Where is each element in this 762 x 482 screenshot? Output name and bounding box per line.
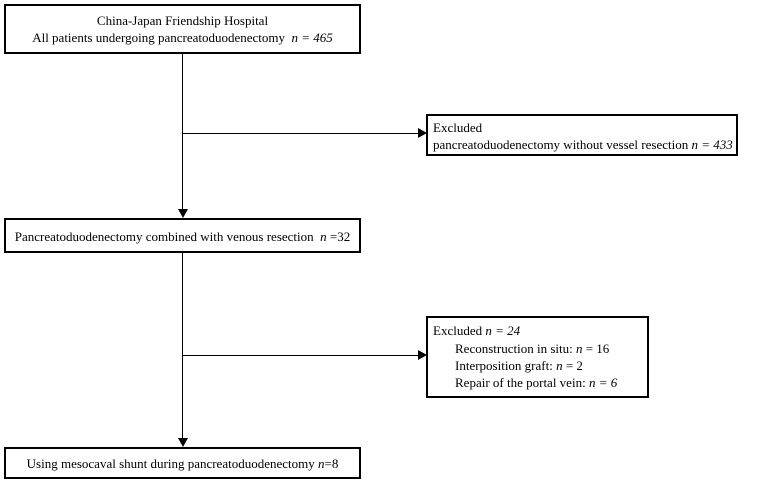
all-patients-line: All patients undergoing pancreatoduodene… — [32, 30, 333, 45]
box-excluded-2: Excluded n = 24 Reconstruction in situ: … — [426, 316, 649, 398]
box-venous-resection: Pancreatoduodenectomy combined with veno… — [4, 218, 361, 253]
connector-branch-1 — [182, 133, 419, 134]
excluded-2-item-reconstruction: Reconstruction in situ: n = 16 — [455, 341, 610, 356]
connector-branch-2 — [182, 355, 419, 356]
connector-vertical-1 — [182, 54, 183, 209]
venous-resection-text: Pancreatoduodenectomy combined with veno… — [14, 229, 351, 244]
excluded-2-item-portal-vein: Repair of the portal vein: n = 6 — [455, 375, 618, 390]
excluded-2-item-interposition: Interposition graft: n = 2 — [455, 358, 583, 373]
hospital-name: China-Japan Friendship Hospital — [96, 13, 269, 28]
mesocaval-shunt-text: Using mesocaval shunt during pancreatodu… — [26, 456, 339, 471]
excluded-1-detail: pancreatoduodenectomy without vessel res… — [433, 137, 733, 152]
connector-vertical-2 — [182, 253, 183, 438]
excluded-2-title: Excluded n = 24 — [433, 323, 521, 338]
arrow-down-2 — [178, 438, 188, 447]
box-all-patients: China-Japan Friendship Hospital All pati… — [4, 4, 361, 54]
box-mesocaval-shunt: Using mesocaval shunt during pancreatodu… — [4, 447, 361, 479]
box-excluded-1: Excluded pancreatoduodenectomy without v… — [426, 114, 738, 156]
arrow-right-2 — [418, 350, 427, 360]
arrow-down-1 — [178, 209, 188, 218]
excluded-1-title: Excluded — [433, 120, 483, 135]
arrow-right-1 — [418, 128, 427, 138]
